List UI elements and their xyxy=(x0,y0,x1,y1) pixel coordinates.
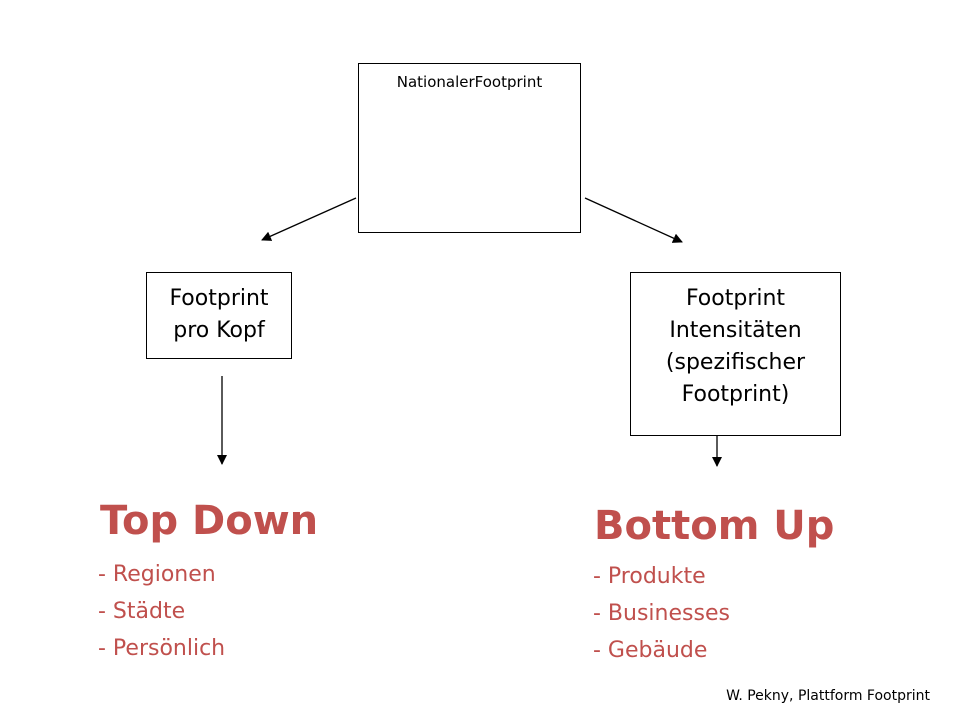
arrow-national-to-intensities xyxy=(584,197,683,243)
node-footprint-intensities: Footprint Intensitäten (spezifischer Foo… xyxy=(630,272,841,436)
node-national-footprint: NationalerFootprint xyxy=(358,63,581,233)
node-label-line: (spezifischer xyxy=(665,350,806,375)
node-label-line: NationalerFootprint xyxy=(396,73,543,91)
node-label-line: Footprint xyxy=(685,286,786,311)
footer-credit: W. Pekny, Plattform Footprint xyxy=(726,688,930,704)
arrow-national-to-per-capita xyxy=(261,197,357,241)
node-label-line: Footprint xyxy=(169,286,269,311)
list-item: - Businesses xyxy=(593,601,730,626)
bottom-up-list: - Produkte - Businesses - Gebäude xyxy=(593,558,730,669)
top-down-heading: Top Down xyxy=(100,498,319,544)
list-item: - Produkte xyxy=(593,564,706,589)
node-footprint-per-capita: Footprint pro Kopf xyxy=(146,272,292,359)
node-label-line: pro Kopf xyxy=(173,318,265,343)
list-item: - Gebäude xyxy=(593,638,708,663)
node-label-line: Intensitäten xyxy=(669,318,802,343)
top-down-list: - Regionen - Städte - Persönlich xyxy=(98,556,225,667)
bottom-up-heading: Bottom Up xyxy=(594,503,835,549)
list-item: - Persönlich xyxy=(98,636,226,661)
list-item: - Städte xyxy=(98,599,186,624)
list-item: - Regionen xyxy=(98,562,216,587)
node-label-line: Footprint) xyxy=(681,382,790,407)
